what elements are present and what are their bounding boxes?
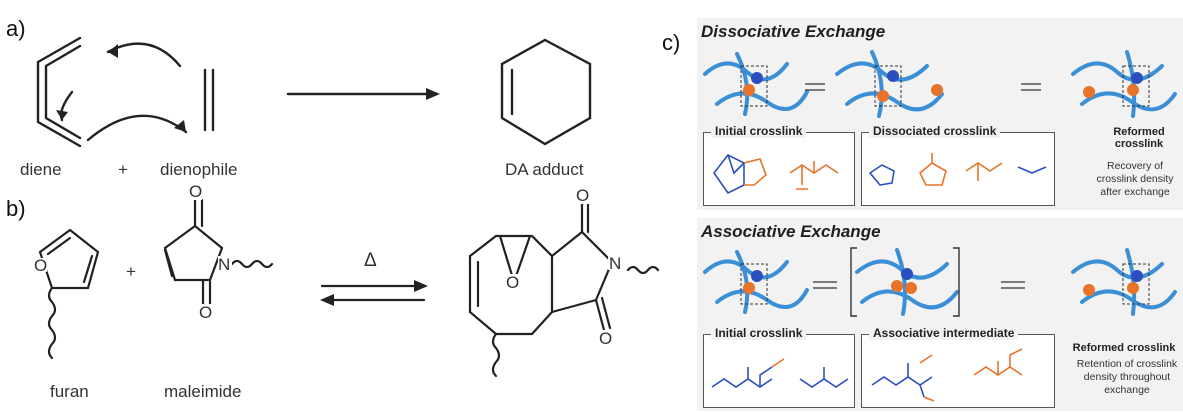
electron-arrow-3 bbox=[86, 114, 188, 142]
furan-oxygen: O bbox=[34, 256, 48, 275]
associative-panel: Associative Exchange Initial crosslink bbox=[697, 218, 1183, 411]
diene-label: diene bbox=[20, 160, 62, 179]
dissociative-panel: Dissociative Exchange Initial crosslink bbox=[697, 18, 1183, 210]
dissociative-reformed-title: Reformed crosslink bbox=[1113, 126, 1165, 150]
dissociated-structure bbox=[868, 153, 1047, 186]
associative-title: Associative Exchange bbox=[701, 222, 881, 241]
electron-arrow-1 bbox=[106, 42, 182, 68]
diene-structure bbox=[36, 36, 82, 148]
associative-initial-title: Initial crosslink bbox=[711, 326, 807, 340]
adduct-o-bottom: O bbox=[599, 329, 613, 348]
imide-ring bbox=[550, 202, 614, 332]
maleimide-label: maleimide bbox=[164, 382, 242, 401]
dissociative-network-graphic bbox=[703, 50, 1177, 118]
associative-side-note: Retention of crosslink density throughou… bbox=[1076, 358, 1178, 396]
plus-sign-a: + bbox=[118, 160, 128, 179]
maleimide-nitrogen: N bbox=[218, 255, 231, 274]
initial-crosslink-structure bbox=[713, 153, 839, 195]
maleimide-structure bbox=[163, 198, 224, 306]
panel-b-label: b) bbox=[6, 196, 26, 221]
vinylogous-urethane-structure bbox=[711, 358, 849, 388]
adduct-o-top: O bbox=[576, 186, 590, 205]
maleimide-squiggle bbox=[230, 259, 274, 269]
cyclohexene-structure bbox=[500, 38, 592, 146]
intermediate-structure bbox=[871, 348, 1023, 402]
associative-reformed-title: Reformed crosslink bbox=[1072, 342, 1176, 354]
associative-intermediate-box bbox=[861, 334, 1055, 408]
adduct-squiggle bbox=[626, 265, 660, 275]
furan-squiggle bbox=[47, 286, 57, 360]
dissociative-initial-title: Initial crosslink bbox=[711, 124, 807, 138]
adduct-label: DA adduct bbox=[505, 160, 584, 179]
adduct-bridge-oxygen: O bbox=[506, 273, 520, 292]
dissociative-dissociated-box bbox=[861, 132, 1055, 206]
furan-structure bbox=[38, 228, 100, 290]
delta-symbol: Δ bbox=[364, 250, 377, 271]
dissociative-side-note: Recovery of crosslink density after exch… bbox=[1096, 160, 1174, 198]
adduct-squiggle-2 bbox=[491, 332, 501, 378]
dissociative-initial-box bbox=[703, 132, 855, 206]
dissociative-title: Dissociative Exchange bbox=[701, 22, 886, 41]
dissociative-dissociated-title: Dissociated crosslink bbox=[869, 124, 1001, 138]
associative-network-graphic bbox=[703, 247, 1177, 317]
dienophile-label: dienophile bbox=[160, 160, 238, 179]
associative-initial-box bbox=[703, 334, 855, 408]
adduct-nitrogen: N bbox=[609, 254, 622, 273]
furan-label: furan bbox=[50, 382, 89, 401]
diels-alder-scheme bbox=[36, 36, 660, 378]
associative-intermediate-title: Associative intermediate bbox=[869, 326, 1019, 340]
panel-c-label: c) bbox=[662, 30, 681, 55]
maleimide-o-bottom: O bbox=[199, 303, 213, 322]
plus-sign-b: + bbox=[126, 262, 136, 281]
panel-a-label: a) bbox=[6, 16, 26, 41]
dienophile-structure bbox=[203, 68, 215, 132]
maleimide-o-top: O bbox=[189, 182, 203, 201]
